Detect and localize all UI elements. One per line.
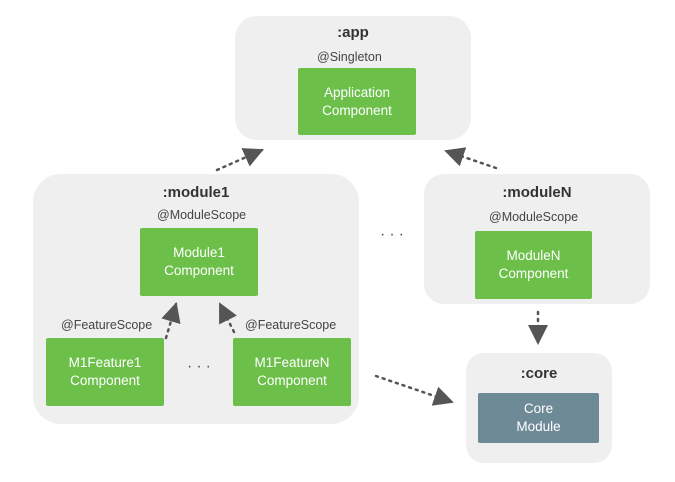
moduleN-component[interactable]: ModuleN Component [475,231,592,299]
module1-scope-label: @ModuleScope [157,208,247,222]
module1-component-line2: Component [164,263,234,278]
arrow-module1-to-app [215,148,264,172]
module1-panel: :module1 @ModuleScope Module1 Component … [33,174,359,424]
features-ellipsis: ··· [187,358,215,375]
app-panel: :app @Singleton Application Component [235,16,471,140]
m1feature1-component[interactable]: M1Feature1 Component [46,338,164,406]
application-component-line1: Application [323,84,391,100]
core-panel: :core Core Module [466,353,612,463]
m1feature1-component-line1: M1Feature1 [68,355,142,370]
feature-scope-label-left: @FeatureScope [61,318,153,332]
application-component-line2: Component [322,102,392,118]
moduleN-panel: :moduleN @ModuleScope ModuleN Component [424,174,650,304]
moduleN-scope-label: @ModuleScope [489,210,579,224]
m1featureN-component[interactable]: M1FeatureN Component [233,338,351,406]
app-title: :app [337,24,369,41]
m1featureN-component-line2: Component [257,373,327,388]
core-title: :core [520,365,558,382]
modules-ellipsis: ··· [380,226,408,243]
module1-component[interactable]: Module1 Component [140,228,258,296]
feature-scope-label-right: @FeatureScope [245,318,337,332]
moduleN-title: :moduleN [502,184,572,201]
arrow-featureN-to-module1 [218,302,237,334]
core-module-line2: Module [516,419,561,434]
core-module-line1: Core [523,401,554,416]
arrow-feature1-to-module1 [161,302,181,340]
m1feature1-component-line2: Component [70,373,140,388]
moduleN-component-line1: ModuleN [506,248,561,263]
module1-title: :module1 [162,184,230,201]
core-module[interactable]: Core Module [478,393,599,443]
arrow-moduleN-to-app [444,147,498,170]
module1-component-line1: Module1 [173,245,225,260]
m1featureN-component-line1: M1FeatureN [254,355,330,370]
app-scope-label: @Singleton [317,50,382,64]
application-component[interactable]: Application Component [298,68,416,135]
arrow-module1-to-core [374,374,454,406]
moduleN-component-line2: Component [498,266,569,281]
